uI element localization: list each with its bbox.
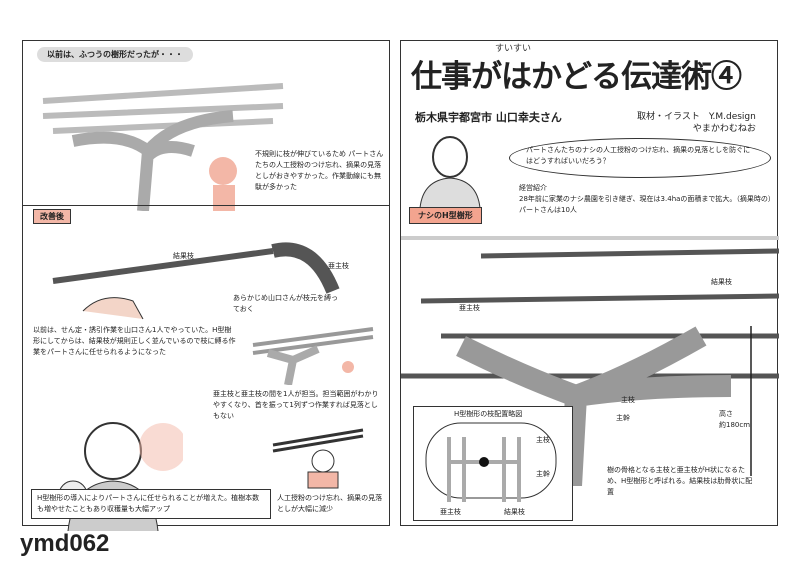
- divider: [23, 205, 389, 206]
- diagram-trunk: 主幹: [536, 470, 550, 478]
- diagram-fruit-branch: 結果枝: [504, 508, 525, 516]
- before-text: 不規則に枝が伸びているため パートさんたちの人工授粉のつけ忘れ、摘果の見落としが…: [255, 150, 384, 191]
- height-value: 約180cm: [719, 421, 751, 429]
- label-sub-branch: 亜主枝: [459, 304, 480, 312]
- diagram-sub-branch: 亜主枝: [440, 508, 461, 516]
- branch-tying-illustration: [52, 242, 340, 320]
- thought-bubble: パートさんたちのナシの人工授粉のつけ忘れ、摘果の見落としを防ぐにはどうすればいい…: [509, 138, 771, 178]
- profile-text: 28年前に家業のナシ農園を引き継ぎ、現在は3.4haの面積まで拡大。（摘果時の）…: [519, 195, 772, 214]
- caption: 樹の骨格となる主枝と亜主枝がH状になるため、H型樹形と呼ばれる。結果枝は肋骨状に…: [607, 466, 753, 496]
- old-tree-illustration: [42, 83, 284, 211]
- after-label: 改善後: [33, 209, 71, 224]
- height-label: 高さ: [719, 410, 733, 418]
- tie-note: あらかじめ山口さんが枝元を縛っておく: [233, 294, 338, 313]
- result-text: 人工授粉のつけ忘れ、摘果の見落としが大幅に減少: [277, 494, 383, 513]
- document-code: ymd062: [20, 530, 110, 557]
- page-title: 仕事がはかどる伝達術④: [411, 59, 742, 95]
- right-page: すいすい 仕事がはかどる伝達術④ 栃木県宇都宮市 山口幸夫さん 取材・イラスト …: [400, 40, 779, 526]
- pruning-text: 以前は、せん定・誘引作業を山口さん1人でやっていた。H型樹形にしてからは、結果枝…: [33, 326, 236, 356]
- label-fruit-branch: 結果枝: [173, 252, 194, 260]
- pollination-worker-illustration: [272, 428, 364, 489]
- h-tree-tag: ナシのH型樹形: [409, 207, 482, 224]
- subtitle: 栃木県宇都宮市 山口幸夫さん: [415, 111, 562, 124]
- diagram-title: H型樹形の枝配置略図: [454, 409, 523, 420]
- label-fruit-branch: 結果枝: [711, 278, 732, 286]
- assignment-text: 亜主枝と亜主枝の間を1人が担当。担当範囲がわかりやすくなり、首を振って1列ずつ作…: [213, 390, 379, 420]
- label-trunk: 主幹: [616, 414, 630, 422]
- farmer-portrait: [419, 136, 481, 208]
- label-main-branch: 主枝: [621, 396, 635, 404]
- h-tree-rows-illustration: [252, 327, 374, 385]
- h-tree-illustration: [401, 236, 779, 486]
- label-sub-branch: 亜主枝: [328, 262, 349, 270]
- diagram-main-branch: 主枝: [536, 436, 550, 444]
- branch-diagram: H型樹形の枝配置略図 主枝 主幹 亜主枝 結果枝: [413, 406, 573, 521]
- profile-heading: 経営紹介: [519, 184, 547, 192]
- left-page: 以前は、ふつうの樹形だったが・・・ 不規則に枝が伸びているため パートさんたちの…: [22, 40, 390, 531]
- title-ruby: すいすい: [495, 44, 532, 54]
- before-label: 以前は、ふつうの樹形だったが・・・: [37, 47, 193, 62]
- summary-box: H型樹形の導入によりパートさんに任せられることが増えた。植樹本数も増やせたことも…: [31, 489, 271, 519]
